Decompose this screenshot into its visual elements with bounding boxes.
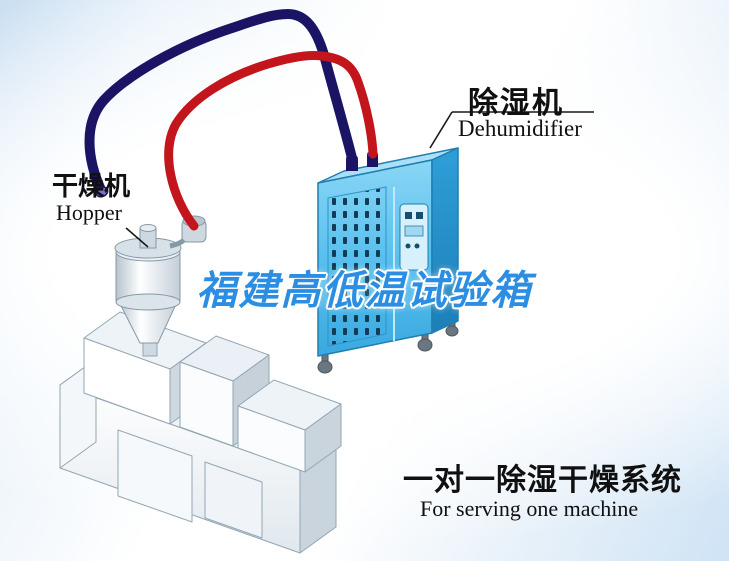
caption-en: For serving one machine — [420, 496, 639, 521]
red-air-hose — [164, 51, 378, 231]
dehumidifier-label-en: Dehumidifier — [458, 116, 582, 141]
dryer-label-zh: 干燥机 — [52, 171, 131, 201]
dryer-label-en: Hopper — [56, 200, 122, 225]
hopper-dryer-illustration — [114, 215, 207, 344]
caption-zh: 一对一除湿干燥系统 — [403, 464, 682, 497]
watermark-text: 福建高低温试验箱 — [196, 269, 533, 313]
dehumidifier-label-zh: 除湿机 — [468, 87, 564, 120]
blue-hose-open-end — [95, 186, 109, 198]
control-panel — [399, 203, 429, 271]
blue-air-hose — [84, 9, 357, 197]
label-pointer-lines — [125, 111, 594, 248]
dehumidifier-cabinet-illustration — [317, 147, 459, 374]
extruder-machine-illustration — [59, 311, 342, 554]
